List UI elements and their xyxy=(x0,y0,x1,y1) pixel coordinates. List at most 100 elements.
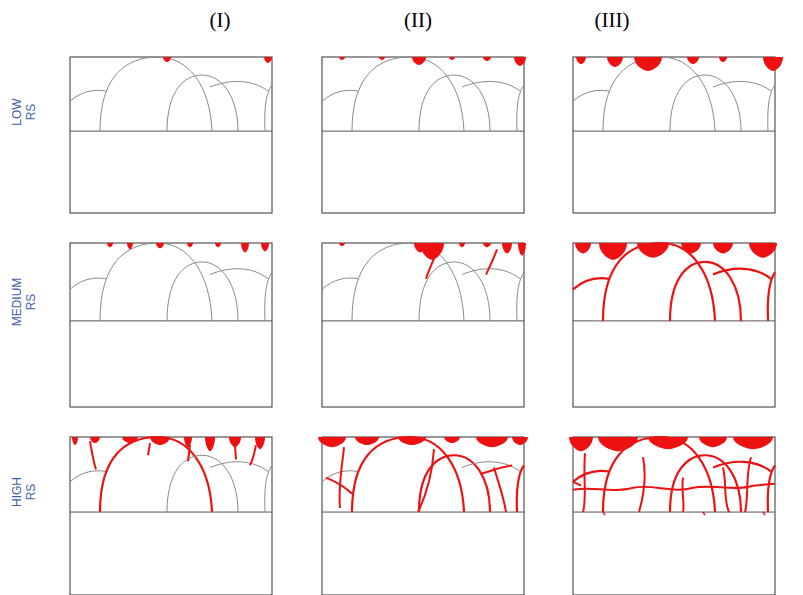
crack-blob xyxy=(449,57,455,60)
panel-frame xyxy=(322,57,524,213)
crack-blob xyxy=(229,437,241,447)
grain-boundary xyxy=(100,243,212,321)
crack-blob xyxy=(459,243,465,247)
crack-line xyxy=(326,478,352,494)
crack-blob xyxy=(150,437,170,445)
crack-blob xyxy=(763,57,783,71)
grain-boundary xyxy=(167,455,238,512)
crack-blob xyxy=(156,243,164,248)
crack-blob xyxy=(576,57,586,64)
grain-boundary xyxy=(713,269,771,279)
crack-blob xyxy=(733,437,773,449)
crack-blob xyxy=(255,437,265,449)
crack-blob xyxy=(339,243,345,246)
crack-blob xyxy=(241,243,249,252)
grain-boundary xyxy=(462,81,520,91)
grain-boundary xyxy=(352,437,464,512)
grain-boundary xyxy=(419,455,490,512)
grain-boundary xyxy=(210,462,268,472)
column-header: (I) xyxy=(210,8,231,33)
micrograph-panel xyxy=(573,57,783,213)
grain-boundary xyxy=(768,85,775,131)
crack-blob xyxy=(205,437,215,451)
panel-frame xyxy=(573,243,775,407)
grain-boundary xyxy=(167,75,238,131)
crack-blob xyxy=(184,437,192,447)
crack-blob xyxy=(476,437,508,447)
crack-blob xyxy=(261,243,269,251)
crack-blob xyxy=(444,437,460,443)
grain-boundary xyxy=(713,81,771,91)
crack-blob xyxy=(398,437,426,445)
crack-line xyxy=(418,449,434,512)
grain-boundary xyxy=(265,272,272,320)
crack-line xyxy=(486,249,497,274)
crack-blob xyxy=(681,243,701,254)
crack-blob xyxy=(107,243,113,247)
crack-blob xyxy=(687,57,699,64)
crack-line xyxy=(583,453,585,512)
grain-boundary xyxy=(517,272,524,320)
micrograph-panel xyxy=(322,57,526,213)
crack-line xyxy=(90,441,96,469)
crack-line xyxy=(573,484,775,490)
micrograph-panel xyxy=(70,57,272,213)
grain-boundary xyxy=(70,278,106,289)
crack-blob xyxy=(502,243,512,254)
crack-blob xyxy=(122,437,138,443)
crack-line xyxy=(250,445,256,465)
crack-line xyxy=(603,512,605,515)
grain-boundary xyxy=(100,437,212,512)
crack-blob xyxy=(72,437,78,445)
grain-boundary xyxy=(462,269,520,279)
crack-blob xyxy=(355,437,379,445)
crack-blob xyxy=(379,57,385,60)
micrograph-panel xyxy=(322,243,526,407)
panel-frame xyxy=(70,57,272,213)
crack-blob xyxy=(163,57,171,62)
crack-blob xyxy=(599,243,627,260)
grain-boundary xyxy=(670,262,741,321)
grain-boundary xyxy=(517,465,524,512)
grain-boundary xyxy=(322,278,358,289)
crack-blob xyxy=(339,57,345,60)
grain-boundary xyxy=(768,465,775,512)
grain-boundary xyxy=(768,272,775,320)
panel-frame xyxy=(322,437,524,595)
grain-boundary xyxy=(70,90,106,101)
crack-line xyxy=(148,443,150,455)
grain-boundary xyxy=(210,269,268,279)
panel-frame xyxy=(70,243,272,407)
grain-boundary xyxy=(603,57,715,131)
panel-frame xyxy=(573,437,775,595)
crack-blob xyxy=(699,437,727,447)
crack-blob xyxy=(607,57,623,67)
grain-boundary xyxy=(265,85,272,131)
crack-blob xyxy=(637,243,669,258)
grain-boundary xyxy=(352,57,464,131)
crack-blob xyxy=(634,57,662,71)
crack-blob xyxy=(749,243,777,258)
micrograph-panel xyxy=(573,243,777,407)
crack-blob xyxy=(569,437,593,451)
crack-line xyxy=(639,457,645,512)
crack-line xyxy=(745,457,751,512)
micrograph-panel xyxy=(569,437,775,595)
grain-boundary xyxy=(265,465,272,512)
panel-frame xyxy=(573,57,775,213)
crack-blob xyxy=(412,57,426,65)
crack-line xyxy=(723,467,729,512)
crack-blob xyxy=(264,57,272,63)
grain-boundary xyxy=(352,243,464,321)
crack-line xyxy=(573,482,581,486)
crack-blob xyxy=(713,243,733,254)
crack-blob xyxy=(420,243,444,260)
grain-boundary xyxy=(167,262,238,321)
grain-boundary xyxy=(573,90,609,101)
micrograph-panel xyxy=(318,437,528,595)
grain-boundary xyxy=(670,455,741,512)
crack-blob xyxy=(598,437,638,451)
grain-boundary xyxy=(517,85,524,131)
